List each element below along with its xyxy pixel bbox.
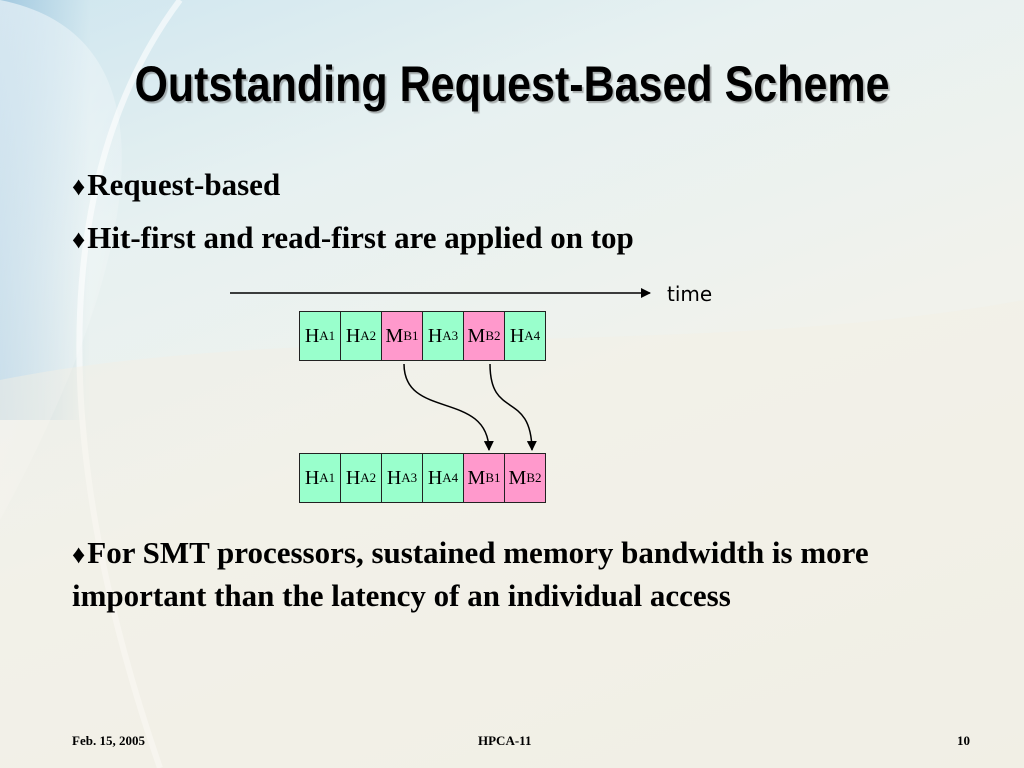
cell-letter: M (467, 466, 486, 489)
bullet-hit-first: ♦Hit-first and read-first are applied on… (72, 216, 634, 259)
cell-letter: M (508, 466, 527, 489)
bullet-smt-bandwidth: ♦For SMT processors, sustained memory ba… (72, 532, 1002, 618)
cell-letter: H (304, 324, 320, 347)
cell-subscript: A4 (524, 328, 541, 343)
cell-subscript: B2 (485, 328, 501, 343)
cell-letter: H (509, 324, 525, 347)
cell-subscript: A1 (319, 328, 336, 343)
cell-subscript: B1 (485, 470, 501, 485)
cell-subscript: A4 (442, 470, 459, 485)
cell-letter: H (386, 466, 402, 489)
diamond-bullet-icon: ♦ (72, 225, 86, 254)
bullet-text: Hit-first and read-first are applied on … (87, 220, 634, 255)
cell-letter: M (385, 324, 404, 347)
cell-letter: H (345, 324, 361, 347)
cell-letter: H (304, 466, 320, 489)
cell-subscript: B2 (526, 470, 542, 485)
cell-letter: H (427, 324, 443, 347)
footer-date: Feb. 15, 2005 (72, 733, 145, 748)
diamond-bullet-icon: ♦ (72, 172, 86, 201)
cell-letter: M (467, 324, 486, 347)
bullet-text: For SMT processors, sustained memory ban… (72, 535, 869, 613)
bullet-request-based: ♦Request-based (72, 163, 280, 206)
cell-subscript: B1 (403, 328, 419, 343)
bullet-text: Request-based (87, 167, 281, 202)
cell-subscript: A2 (360, 470, 377, 485)
cell-letter: H (345, 466, 361, 489)
cell-subscript: A2 (360, 328, 377, 343)
footer-conference: HPCA-11 (478, 733, 532, 748)
time-label: time (667, 282, 713, 306)
cell-letter: H (427, 466, 443, 489)
cell-subscript: A1 (319, 470, 336, 485)
cell-subscript: A3 (442, 328, 459, 343)
slide-number: 10 (957, 733, 970, 748)
slide-title: Outstanding Request-Based Scheme (134, 56, 890, 112)
cell-subscript: A3 (401, 470, 418, 485)
diamond-bullet-icon: ♦ (72, 540, 86, 569)
